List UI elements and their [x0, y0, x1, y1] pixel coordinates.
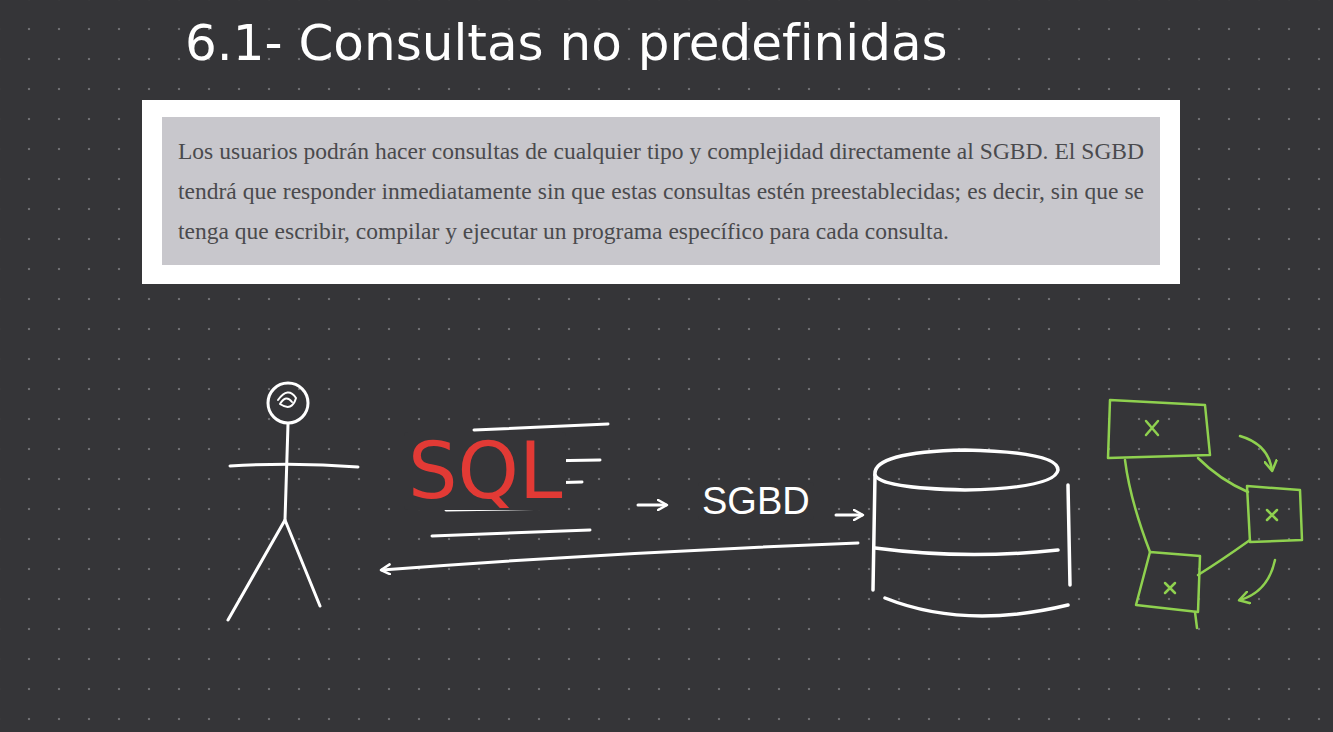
- cylinder-left: [873, 475, 875, 590]
- sketch-x: [1165, 583, 1175, 593]
- sketch-link: [1198, 540, 1250, 575]
- sql-scribble: SQL: [404, 432, 566, 510]
- query-line: [432, 530, 590, 536]
- cylinder-top: [875, 450, 1058, 490]
- cylinder-right: [1068, 485, 1070, 585]
- figure-arms: [230, 464, 358, 467]
- database-cylinder: [873, 450, 1070, 616]
- arrow-to-database: [836, 514, 862, 517]
- sketch-x: [1146, 421, 1158, 435]
- sgbd-label: SGBD: [698, 482, 814, 520]
- sketch-x: [1267, 510, 1277, 520]
- figure-scribble: [278, 392, 296, 406]
- process-sketch: [1108, 400, 1302, 628]
- stick-figure: [228, 383, 358, 620]
- sketch-box: [1247, 486, 1302, 542]
- sketch-box: [1136, 552, 1200, 612]
- sketch-link: [1195, 612, 1197, 628]
- sketch-arrow: [1240, 560, 1275, 600]
- sketch-arrow: [1240, 436, 1272, 470]
- cylinder-bottom: [885, 598, 1068, 616]
- panel-text: Los usuarios podrán hacer consultas de c…: [178, 131, 1144, 251]
- arrow-to-sgbd: [638, 504, 666, 507]
- figure-body: [285, 424, 288, 520]
- text-panel-fill: Los usuarios podrán hacer consultas de c…: [162, 117, 1160, 265]
- sketch-link: [1198, 458, 1248, 492]
- figure-legs: [228, 520, 320, 620]
- cylinder-middle: [875, 548, 1058, 555]
- text-panel: Los usuarios podrán hacer consultas de c…: [142, 100, 1180, 284]
- sketch-box: [1108, 400, 1210, 458]
- response-arrow: [382, 543, 858, 570]
- query-line: [474, 424, 608, 430]
- title: 6.1- Consultas no predefinidas: [185, 14, 948, 72]
- sketch-link: [1125, 460, 1150, 552]
- figure-head: [268, 383, 308, 423]
